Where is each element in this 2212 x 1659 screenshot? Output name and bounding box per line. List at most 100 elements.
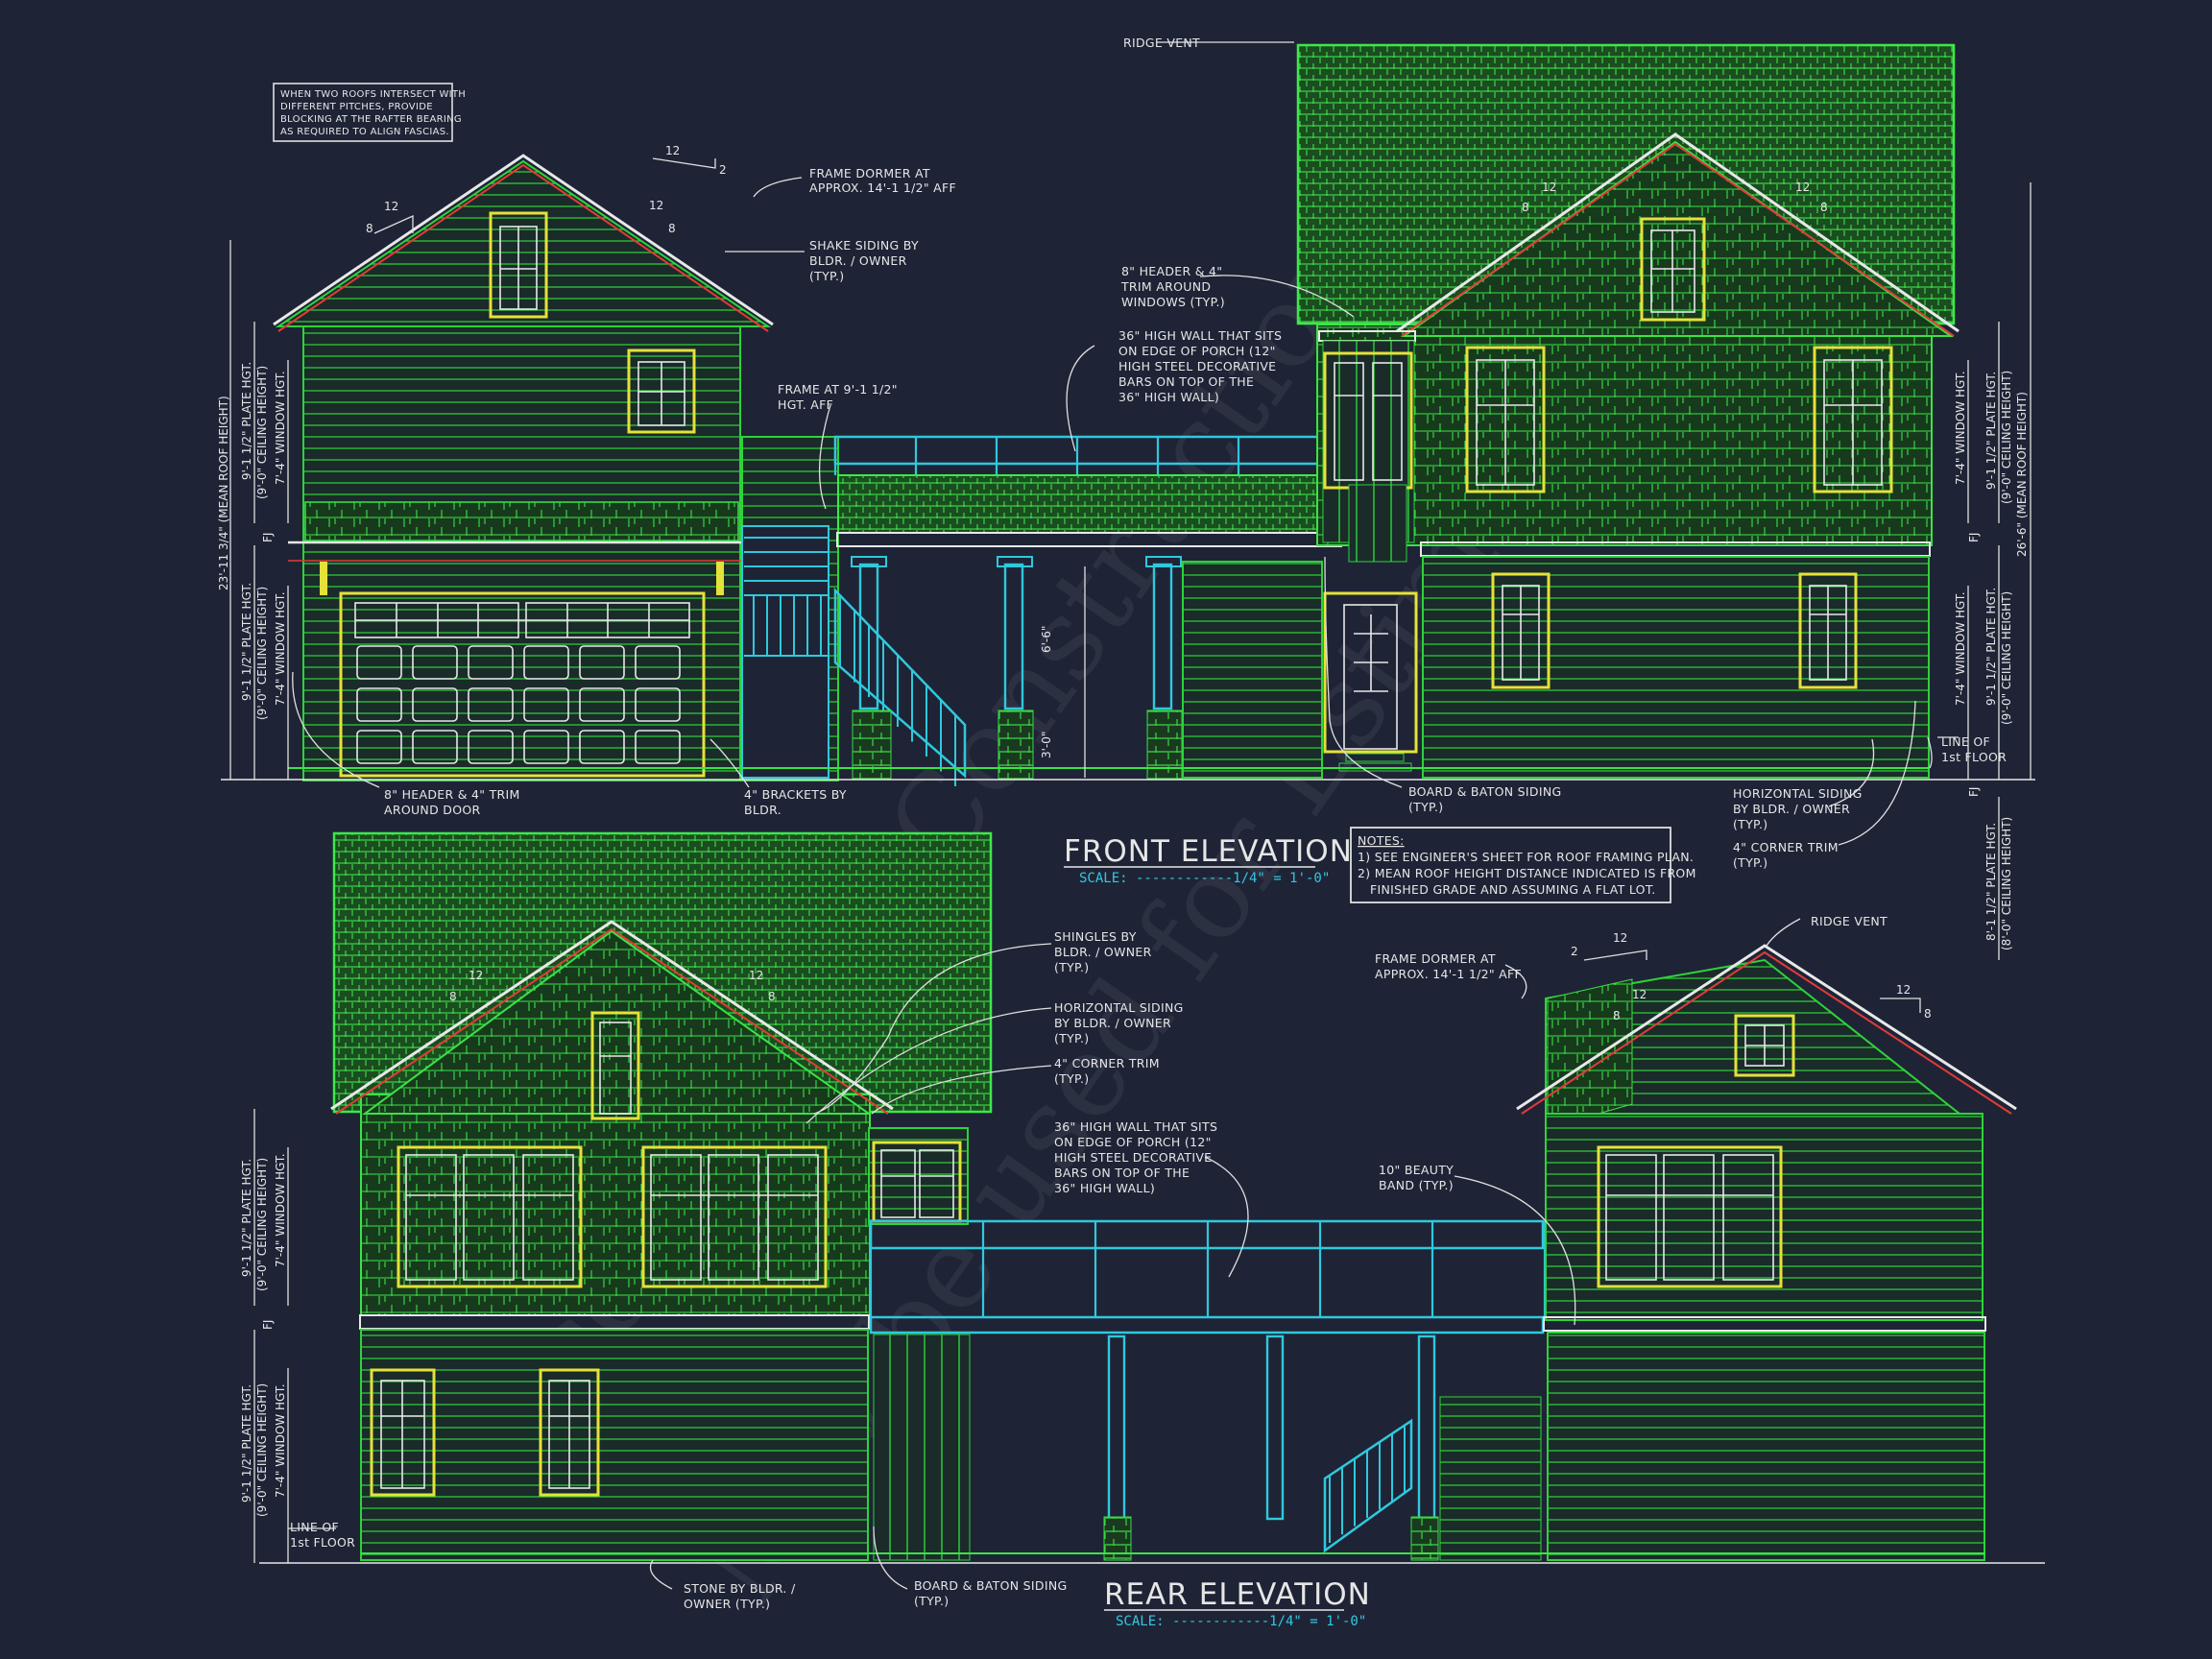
notes-box: NOTES: 1) SEE ENGINEER'S SHEET FOR ROOF … xyxy=(1350,827,1696,903)
pitch-label: 12 xyxy=(1613,931,1627,945)
beauty-band-label: BAND (TYP.) xyxy=(1379,1178,1454,1192)
garage-door-panels xyxy=(356,645,681,764)
corner-trim-label: (TYP.) xyxy=(1054,1071,1089,1086)
plate-height-upper-left: 9'-1 1/2" PLATE HGT. xyxy=(240,362,253,480)
board-baton-label: BOARD & BATON SIDING xyxy=(914,1578,1067,1593)
shake-siding-label: BLDR. / OWNER xyxy=(809,253,907,268)
corner-trim-label: 4" CORNER TRIM xyxy=(1054,1056,1160,1070)
horizontal-siding-label: HORIZONTAL SIDING xyxy=(1733,786,1863,801)
horizontal-siding-label: HORIZONTAL SIDING xyxy=(1054,1000,1184,1015)
rear-elevation-scale: SCALE: ------------1/4" = 1'-0" xyxy=(1116,1614,1366,1629)
front-stair-connector xyxy=(741,436,967,786)
line-of-floor-label: 1st FLOOR xyxy=(1941,750,2007,764)
door-trim-label: 8" HEADER & 4" TRIM xyxy=(384,787,520,802)
ceiling-height-lower-left: (9'-0" CEILING HEIGHT) xyxy=(255,587,269,720)
pitch-label: 12 xyxy=(1542,180,1556,194)
pitch-label: 12 xyxy=(649,199,663,212)
stair-balusters xyxy=(753,595,956,786)
rear-elevation xyxy=(259,831,2045,1564)
mean-roof-height-left: 23'-11 3/4" (MEAN ROOF HEIGHT) xyxy=(217,396,230,590)
porch-wall-label: 36" HIGH WALL THAT SITS xyxy=(1118,328,1282,343)
notes-line: FINISHED GRADE AND ASSUMING A FLAT LOT. xyxy=(1370,882,1656,897)
pitch-label: 8 xyxy=(1522,201,1529,214)
mean-roof-height-right: 26'-6" (MEAN ROOF HEIGHT) xyxy=(2015,392,2029,557)
pitch-label: 2 xyxy=(1571,945,1578,958)
porch-dim-66: 6'-6" xyxy=(1040,626,1053,653)
pitch-label: 12 xyxy=(1896,983,1911,997)
frame-at-label: HGT. AFF xyxy=(778,397,833,412)
horizontal-siding-label: (TYP.) xyxy=(1733,817,1767,831)
ceiling-height-lower-rear: (9'-0" CEILING HEIGHT) xyxy=(255,1383,269,1517)
rear-porch xyxy=(869,1219,1547,1561)
plate-height-upper-rear: 9'-1 1/2" PLATE HGT. xyxy=(240,1159,253,1277)
rear-left-wing xyxy=(330,831,993,1561)
frame-dormer-label: FRAME DORMER AT xyxy=(1375,951,1496,966)
rear-right-wing xyxy=(1516,944,2017,1561)
shake-siding-label: SHAKE SIDING BY xyxy=(809,238,919,252)
porch-wall-label: ON EDGE OF PORCH (12" xyxy=(1118,344,1276,358)
brackets-label: BLDR. xyxy=(744,803,781,817)
front-garage-wing xyxy=(273,154,774,781)
rear-title-block: REAR ELEVATION SCALE: ------------1/4" =… xyxy=(1104,1577,1370,1629)
header-trim-label: TRIM AROUND xyxy=(1120,279,1211,294)
ceiling-height-upper-left: (9'-0" CEILING HEIGHT) xyxy=(255,366,269,499)
ceiling-height-8: (8'-0" CEILING HEIGHT) xyxy=(2000,817,2013,950)
pitch-labels: 12 8 12 2 12 8 12 8 12 8 12 8 12 8 12 2 … xyxy=(366,144,1932,1022)
door-trim-label: AROUND DOOR xyxy=(384,803,480,817)
front-main-house xyxy=(1296,43,1960,779)
plate-height-upper-right: 9'-1 1/2" PLATE HGT. xyxy=(1984,372,1998,490)
horizontal-siding-label: BY BLDR. / OWNER xyxy=(1054,1016,1171,1030)
fj-label: FJ xyxy=(1967,787,1981,797)
window-height-lower-left: 7'-4" WINDOW HGT. xyxy=(274,591,287,706)
board-baton-label: (TYP.) xyxy=(1408,800,1443,814)
front-callouts: RIDGE VENT FRAME DORMER AT APPROX. 14'-1… xyxy=(384,36,2007,870)
shingles-label: SHINGLES BY xyxy=(1054,929,1137,944)
pitch-label: 12 xyxy=(749,969,763,982)
stone-label: STONE BY BLDR. / xyxy=(684,1581,796,1596)
window-height-upper-rear: 7'-4" WINDOW HGT. xyxy=(274,1153,287,1267)
board-baton-label: BOARD & BATON SIDING xyxy=(1408,784,1561,799)
roof-note-line: DIFFERENT PITCHES, PROVIDE xyxy=(280,102,433,112)
notes-line: 2) MEAN ROOF HEIGHT DISTANCE INDICATED I… xyxy=(1358,866,1696,880)
pitch-label: 12 xyxy=(665,144,680,157)
porch-wall-label: HIGH STEEL DECORATIVE xyxy=(1118,359,1276,373)
frame-dormer-label: FRAME DORMER AT xyxy=(809,166,930,180)
corner-trim-label: (TYP.) xyxy=(1733,855,1767,870)
pitch-label: 12 xyxy=(384,200,398,213)
window-height-upper-right: 7'-4" WINDOW HGT. xyxy=(1954,371,1967,485)
porch-wall-label: 36" HIGH WALL THAT SITS xyxy=(1054,1119,1217,1134)
horizontal-siding-label: (TYP.) xyxy=(1054,1031,1089,1046)
ceiling-height-upper-right: (9'-0" CEILING HEIGHT) xyxy=(2000,371,2013,504)
pitch-label: 8 xyxy=(1613,1009,1621,1022)
porch-dim-30: 3'-0" xyxy=(1040,732,1053,758)
pitch-label: 8 xyxy=(449,990,457,1003)
dimension-text: 23'-11 3/4" (MEAN ROOF HEIGHT) 9'-1 1/2"… xyxy=(217,362,2029,1517)
line-of-floor-label: LINE OF xyxy=(290,1520,339,1534)
front-title-block: FRONT ELEVATION SCALE: ------------1/4" … xyxy=(1064,834,1353,886)
pitch-label: 8 xyxy=(668,222,676,235)
window-height-lower-rear: 7'-4" WINDOW HGT. xyxy=(274,1383,287,1498)
window-height-lower-right: 7'-4" WINDOW HGT. xyxy=(1954,591,1967,706)
horizontal-siding-label: BY BLDR. / OWNER xyxy=(1733,802,1850,816)
pitch-label: 12 xyxy=(1632,988,1647,1001)
front-elevation xyxy=(221,43,2035,786)
pitch-label: 8 xyxy=(366,222,373,235)
shake-siding-label: (TYP.) xyxy=(809,269,844,283)
beauty-band-label: 10" BEAUTY xyxy=(1379,1163,1454,1177)
line-of-floor-label: 1st FLOOR xyxy=(290,1535,355,1550)
window-height-upper-left: 7'-4" WINDOW HGT. xyxy=(274,371,287,485)
plate-height-lower-right: 9'-1 1/2" PLATE HGT. xyxy=(1984,588,1998,706)
plate-height-lower-rear: 9'-1 1/2" PLATE HGT. xyxy=(240,1384,253,1503)
roof-note-line: BLOCKING AT THE RAFTER BEARING xyxy=(280,114,462,125)
front-elevation-title: FRONT ELEVATION xyxy=(1064,834,1353,869)
pitch-label: 8 xyxy=(1820,201,1828,214)
stone-label: OWNER (TYP.) xyxy=(684,1597,770,1611)
frame-dormer-label: APPROX. 14'-1 1/2" AFF xyxy=(809,180,956,195)
porch-wall-label: HIGH STEEL DECORATIVE xyxy=(1054,1150,1212,1165)
fj-label: FJ xyxy=(261,1320,275,1330)
ridge-vent-label: RIDGE VENT xyxy=(1123,36,1200,50)
frame-at-label: FRAME AT 9'-1 1/2" xyxy=(778,382,898,397)
notes-heading: NOTES: xyxy=(1358,833,1405,848)
pitch-label: 12 xyxy=(1795,180,1810,194)
